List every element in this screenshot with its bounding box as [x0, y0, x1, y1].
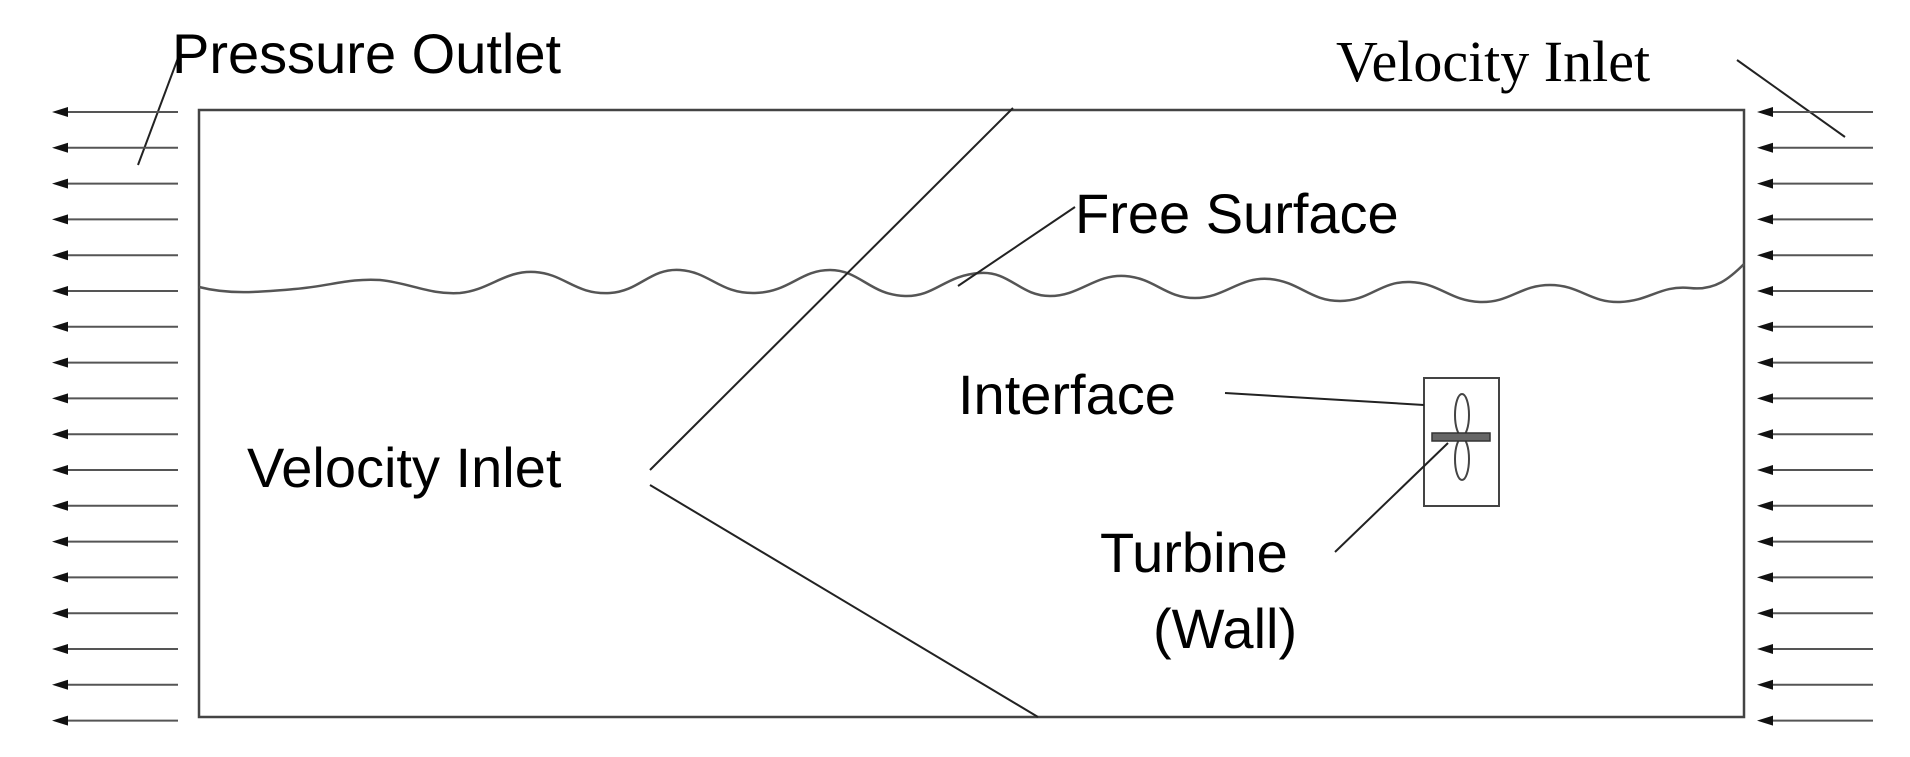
inlet-arrow-head	[1757, 357, 1773, 368]
outlet-arrow-head	[52, 286, 68, 296]
inlet-arrow-head	[1757, 679, 1773, 690]
inlet-arrow-head	[1757, 214, 1773, 225]
free-surface-line	[198, 263, 1745, 304]
outlet-arrow-head	[52, 321, 68, 332]
outlet-arrow-head	[52, 429, 68, 440]
inlet-flow-arrows	[1757, 107, 1873, 726]
inlet-arrow-head	[1757, 465, 1773, 475]
inlet-arrow-head	[1757, 286, 1773, 296]
leader-turbine	[1334, 442, 1449, 553]
outlet-arrow-head	[52, 357, 68, 368]
leader-velocity-inlet-right	[1736, 59, 1846, 138]
turbine-icon	[1431, 393, 1491, 481]
inlet-arrow-head	[1757, 608, 1773, 619]
label-pressure-outlet: Pressure Outlet	[172, 22, 561, 85]
outlet-arrow-head	[52, 679, 68, 690]
label-interface: Interface	[958, 363, 1176, 426]
inlet-arrow-head	[1757, 178, 1773, 189]
leader-velocity-inlet-bottom	[649, 484, 1039, 718]
outlet-arrow-head	[52, 572, 68, 583]
inlet-arrow-head	[1757, 715, 1773, 726]
outlet-arrow-head	[52, 178, 68, 189]
label-free-surface: Free Surface	[1075, 182, 1399, 245]
inlet-arrow-head	[1757, 429, 1773, 440]
outlet-arrow-head	[52, 250, 68, 261]
outlet-arrow-head	[52, 644, 68, 654]
leader-interface	[1224, 392, 1425, 406]
inlet-arrow-head	[1757, 250, 1773, 261]
outlet-arrow-head	[52, 465, 68, 475]
inlet-arrow-head	[1757, 142, 1773, 153]
label-velocity-inlet-bottom: Velocity Inlet	[247, 436, 562, 499]
inlet-arrow-head	[1757, 572, 1773, 583]
inlet-arrow-head	[1757, 536, 1773, 547]
outlet-arrow-head	[52, 214, 68, 225]
interface-zone	[1423, 377, 1500, 507]
label-turbine: Turbine	[1100, 521, 1288, 584]
outlet-flow-arrows	[52, 107, 178, 726]
inlet-arrow-head	[1757, 393, 1773, 404]
outlet-arrow-head	[52, 107, 68, 117]
leader-velocity-inlet-top	[649, 107, 1014, 471]
inlet-arrow-head	[1757, 644, 1773, 654]
label-velocity-inlet-right: Velocity Inlet	[1336, 29, 1650, 94]
domain-boundary	[197, 108, 1746, 719]
inlet-arrow-head	[1757, 500, 1773, 511]
outlet-arrow-head	[52, 608, 68, 619]
inlet-arrow-head	[1757, 321, 1773, 332]
outlet-arrow-head	[52, 142, 68, 153]
inlet-arrow-head	[1757, 107, 1773, 117]
outlet-arrow-head	[52, 715, 68, 726]
label-turbine-wall: (Wall)	[1153, 597, 1297, 660]
leader-free-surface	[957, 206, 1076, 287]
outlet-arrow-head	[52, 500, 68, 511]
outlet-arrow-head	[52, 536, 68, 547]
outlet-arrow-head	[52, 393, 68, 404]
